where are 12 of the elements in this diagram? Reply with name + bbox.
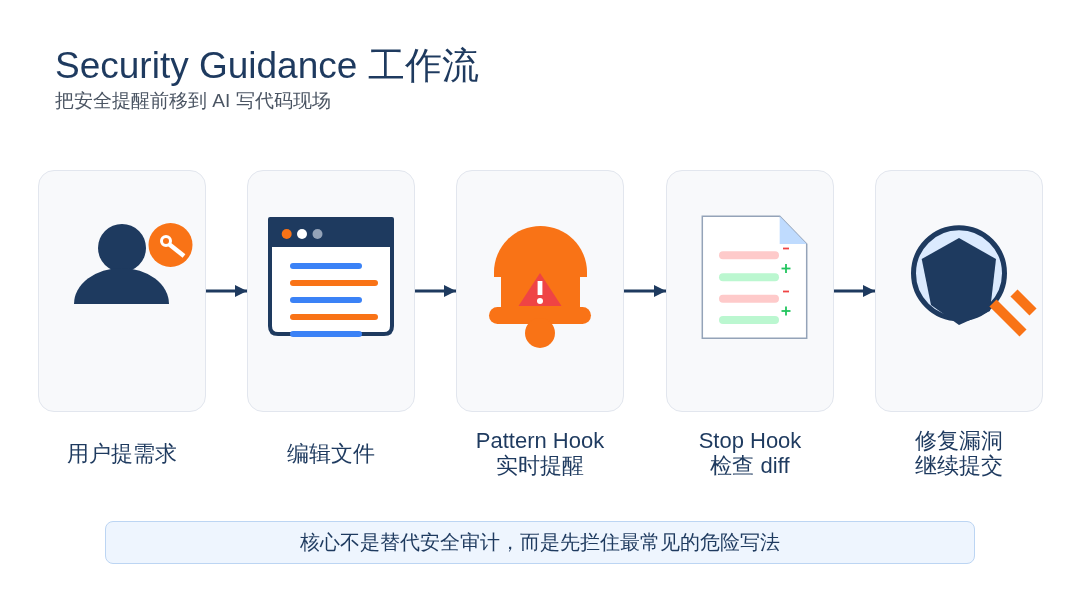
step-label: Stop Hook 检查 diff xyxy=(697,428,803,478)
step-label: 用户提需求 xyxy=(67,440,177,466)
step-label: Pattern Hook 实时提醒 xyxy=(474,428,606,478)
arrow xyxy=(834,285,875,297)
arrow xyxy=(624,285,666,297)
arrow xyxy=(206,285,247,297)
title: Security Guidance 工作流 xyxy=(55,45,479,87)
arrow xyxy=(415,285,456,297)
note-banner: 核心不是替代安全审计，而是先拦住最常见的危险写法 xyxy=(105,521,975,564)
step-label: 修复漏洞继续提交 xyxy=(914,428,1004,478)
subtitle: 把安全提醒前移到 AI 写代码现场 xyxy=(55,89,331,113)
step-label: 编辑文件 xyxy=(287,440,375,466)
